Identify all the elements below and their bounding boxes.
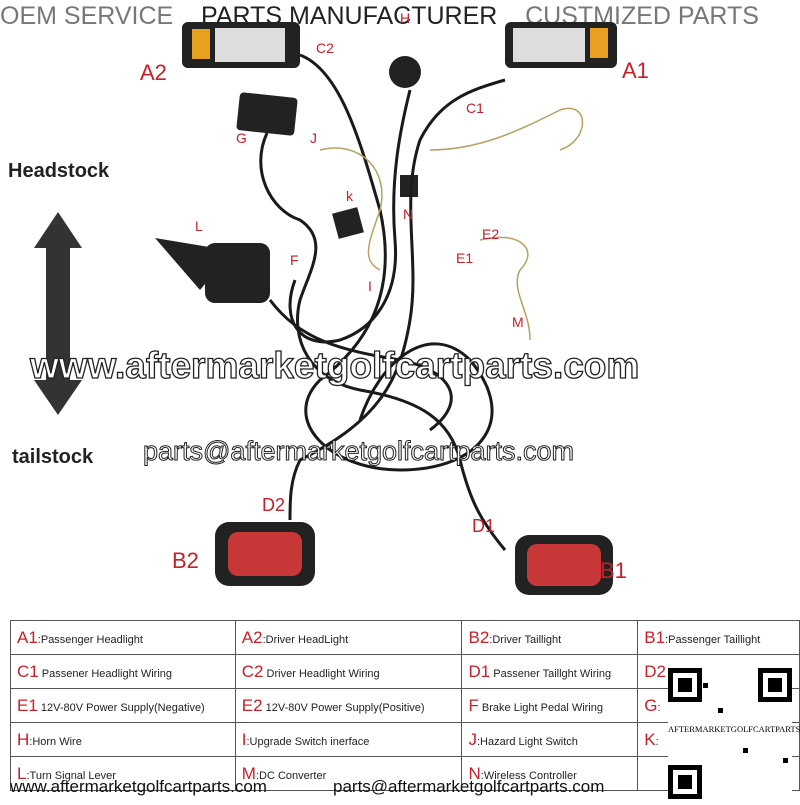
- legend-key: E1: [17, 695, 38, 715]
- legend-key: D2: [644, 661, 667, 681]
- legend-text: Brake Light Pedal Wiring: [478, 701, 603, 714]
- legend-cell: L:Turn Signal Lever: [10, 756, 236, 791]
- legend-text: :Driver Taillight: [489, 633, 562, 646]
- label-e1: E1: [456, 250, 474, 266]
- legend-key: J: [468, 729, 477, 749]
- taillight-b2: [215, 522, 315, 586]
- legend-text: :Horn Wire: [29, 735, 82, 748]
- tailstock-label: tailstock: [12, 446, 94, 468]
- legend-cell: I:Upgrade Switch inerface: [234, 722, 463, 757]
- legend-text: :DC Converter: [255, 769, 327, 782]
- headlight-a1: [505, 22, 617, 68]
- label-l: L: [195, 218, 203, 234]
- legend-text: :Passenger Headlight: [37, 633, 143, 646]
- legend-key: K: [644, 729, 656, 749]
- label-e2: E2: [482, 226, 500, 242]
- legend-text: :: [657, 701, 661, 714]
- legend-key: B1: [644, 627, 666, 647]
- legend-text: :Upgrade Switch inerface: [246, 735, 370, 748]
- legend-cell: F Brake Light Pedal Wiring: [461, 688, 639, 723]
- legend-cell: B2:Driver Taillight: [461, 620, 639, 655]
- wiring-diagram: [34, 22, 617, 595]
- qr-caption: AFTERMARKETGOLFCARTPARTS: [668, 724, 800, 734]
- banner-oem: OEM SERVICE: [0, 2, 174, 30]
- label-d2: D2: [262, 495, 286, 515]
- legend-text: Passener Taillght Wiring: [490, 667, 612, 680]
- legend-key: N: [468, 763, 481, 783]
- legend-key: M: [241, 763, 256, 783]
- legend-key: C1: [17, 661, 39, 681]
- headstock-label: Headstock: [8, 160, 110, 182]
- legend-cell: J:Hazard Light Switch: [461, 722, 639, 757]
- legend-key: H: [17, 729, 30, 749]
- label-n: N: [403, 206, 414, 222]
- qr-code: AFTERMARKETGOLFCARTPARTS: [668, 668, 800, 800]
- label-g: G: [236, 130, 247, 146]
- legend-cell: A2:Driver HeadLight: [234, 620, 463, 655]
- legend-key: D1: [468, 661, 491, 681]
- legend-cell: C2 Driver Headlight Wiring: [234, 654, 463, 689]
- legend-text: :Wireless Controller: [480, 769, 577, 782]
- footer-email: parts@aftermarketgolfcartparts.com: [333, 777, 605, 796]
- switch-g: [236, 92, 298, 136]
- label-m: M: [512, 314, 524, 330]
- legend-key: L: [17, 763, 27, 783]
- label-h: H: [400, 10, 411, 26]
- banner: OEM SERVICE PARTS MANUFACTURER CUSTMIZED…: [0, 2, 800, 31]
- legend-cell: D1 Passener Taillght Wiring: [461, 654, 639, 689]
- legend-key: B2: [468, 627, 490, 647]
- legend-key: A1: [17, 627, 38, 647]
- legend-cell: E2 12V-80V Power Supply(Positive): [234, 688, 463, 723]
- label-a2: A2: [140, 60, 167, 85]
- legend-text: 12V-80V Power Supply(Negative): [37, 701, 205, 714]
- legend-key: C2: [241, 661, 264, 681]
- legend-cell: A1:Passenger Headlight: [10, 620, 236, 655]
- legend-key: F: [468, 695, 479, 715]
- legend-cell: M:DC Converter: [234, 756, 463, 791]
- taillight-b1: [515, 535, 613, 595]
- label-d1: D1: [472, 516, 496, 536]
- watermark-url: www.aftermarketgolfcartparts.com: [29, 344, 640, 386]
- legend-text: Passener Headlight Wiring: [38, 667, 173, 680]
- legend-cell: N:Wireless Controller: [461, 756, 639, 791]
- legend-key: I: [241, 729, 247, 749]
- legend-cell: E1 12V-80V Power Supply(Negative): [10, 688, 236, 723]
- legend-cell: B1:Passenger Taillight: [637, 620, 800, 655]
- legend-text: :Hazard Light Switch: [476, 735, 578, 748]
- legend-text: :: [655, 735, 659, 748]
- watermark-email: parts@aftermarketgolfcartparts.com: [142, 436, 575, 467]
- label-a1: A1: [622, 58, 649, 83]
- footer-url: www.aftermarketgolfcartparts.com: [10, 777, 267, 796]
- legend-key: G: [644, 695, 658, 715]
- legend-text: :Driver HeadLight: [262, 633, 349, 646]
- label-j: J: [310, 130, 317, 146]
- legend-text: 12V-80V Power Supply(Positive): [262, 701, 425, 714]
- horn: [389, 56, 421, 88]
- label-k: k: [346, 188, 353, 204]
- legend-text: :Passenger Taillight: [665, 633, 761, 646]
- legend-text: Driver Headlight Wiring: [263, 667, 380, 680]
- label-c1: C1: [466, 100, 484, 116]
- label-i: I: [368, 278, 372, 294]
- turn-lever: [155, 238, 215, 290]
- legend-cell: H:Horn Wire: [10, 722, 236, 757]
- label-b2: B2: [172, 548, 199, 573]
- legend-text: :Turn Signal Lever: [26, 769, 116, 782]
- double-arrow-icon: [34, 212, 82, 415]
- legend-key: A2: [241, 627, 263, 647]
- label-b1: B1: [600, 558, 627, 583]
- legend-key: E2: [241, 695, 263, 715]
- label-f: F: [290, 252, 299, 268]
- headlight-a2: [182, 22, 300, 68]
- legend-cell: C1 Passener Headlight Wiring: [10, 654, 236, 689]
- label-c2: C2: [316, 40, 334, 56]
